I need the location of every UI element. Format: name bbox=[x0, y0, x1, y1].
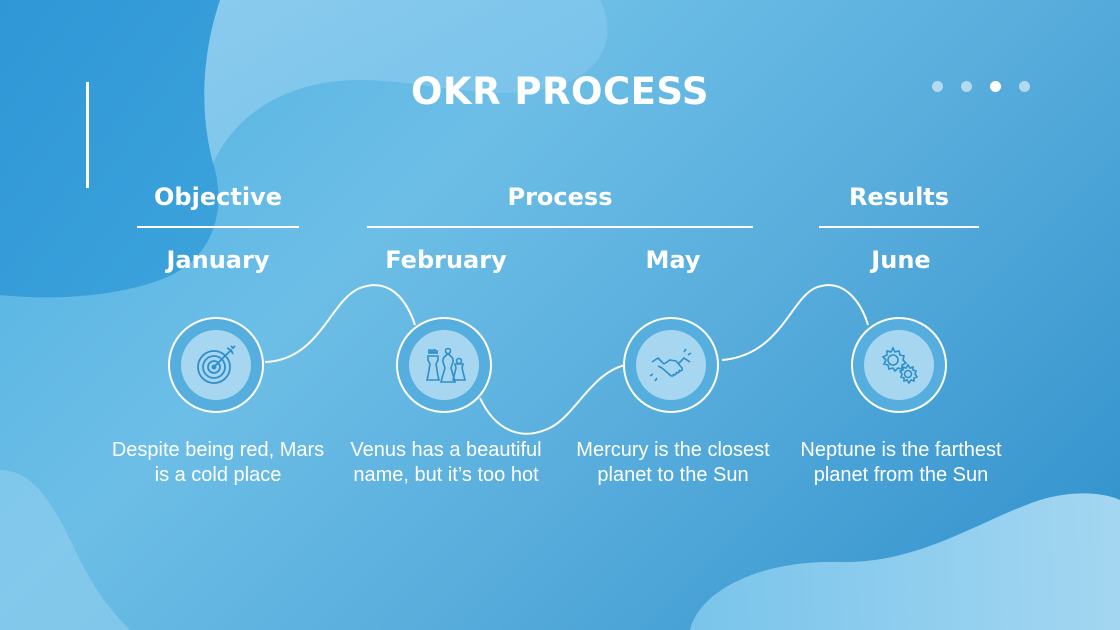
pager-dot[interactable] bbox=[932, 81, 943, 92]
pager-dot-active[interactable] bbox=[990, 81, 1001, 92]
pager-dot[interactable] bbox=[1019, 81, 1030, 92]
phase-divider bbox=[819, 226, 979, 228]
step-month: May bbox=[645, 246, 701, 274]
step-icon-ring bbox=[168, 317, 264, 413]
phase-divider bbox=[137, 226, 299, 228]
step-icon-ring bbox=[396, 317, 492, 413]
chess-pieces-icon bbox=[425, 347, 467, 383]
pager-dot[interactable] bbox=[961, 81, 972, 92]
phase-objective: Objective bbox=[154, 183, 282, 211]
phase-process: Process bbox=[507, 183, 613, 211]
step-month: June bbox=[871, 246, 931, 274]
step-description: Neptune is the farthest planet from the … bbox=[800, 439, 1002, 486]
phase-results: Results bbox=[848, 183, 950, 211]
step-description: Despite being red, Mars is a cold place bbox=[111, 439, 325, 486]
step-description: Mercury is the closest planet to the Sun bbox=[576, 439, 770, 486]
target-arrow-icon bbox=[197, 345, 236, 384]
step-month: January bbox=[166, 246, 270, 274]
phase-divider bbox=[367, 226, 753, 228]
step-month: February bbox=[385, 246, 507, 274]
step-icon-ring bbox=[623, 317, 719, 413]
gears-icon bbox=[881, 346, 919, 385]
handshake-icon bbox=[649, 348, 692, 382]
step-icon-ring bbox=[851, 317, 947, 413]
step-description: Venus has a beautiful name, but it’s too… bbox=[350, 439, 542, 486]
page-title: OKR PROCESS bbox=[410, 70, 710, 113]
slide-pager bbox=[932, 81, 1030, 92]
accent-line bbox=[86, 82, 89, 188]
